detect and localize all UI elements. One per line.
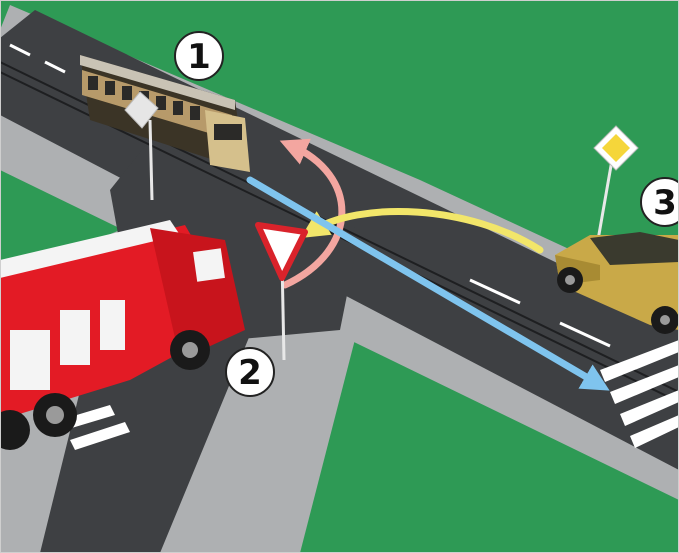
arrow-left-turn — [279, 138, 346, 289]
badge-tram-label: 1 — [187, 37, 211, 77]
arrow-car-left — [300, 207, 544, 254]
crosswalk-right — [600, 340, 679, 448]
badge-fire-truck: 2 — [225, 347, 275, 397]
car — [555, 232, 679, 334]
badge-fire-truck-label: 2 — [238, 353, 262, 393]
priority-road-sign — [593, 125, 639, 241]
badge-car: 3 — [640, 177, 679, 227]
badge-tram: 1 — [174, 31, 224, 81]
fire-truck — [0, 220, 245, 450]
yield-sign — [255, 222, 308, 361]
arrow-straight — [246, 176, 610, 391]
tram — [80, 55, 250, 172]
sign-back — [124, 91, 159, 201]
lane-markings — [9, 43, 611, 348]
badge-car-label: 3 — [653, 183, 677, 223]
